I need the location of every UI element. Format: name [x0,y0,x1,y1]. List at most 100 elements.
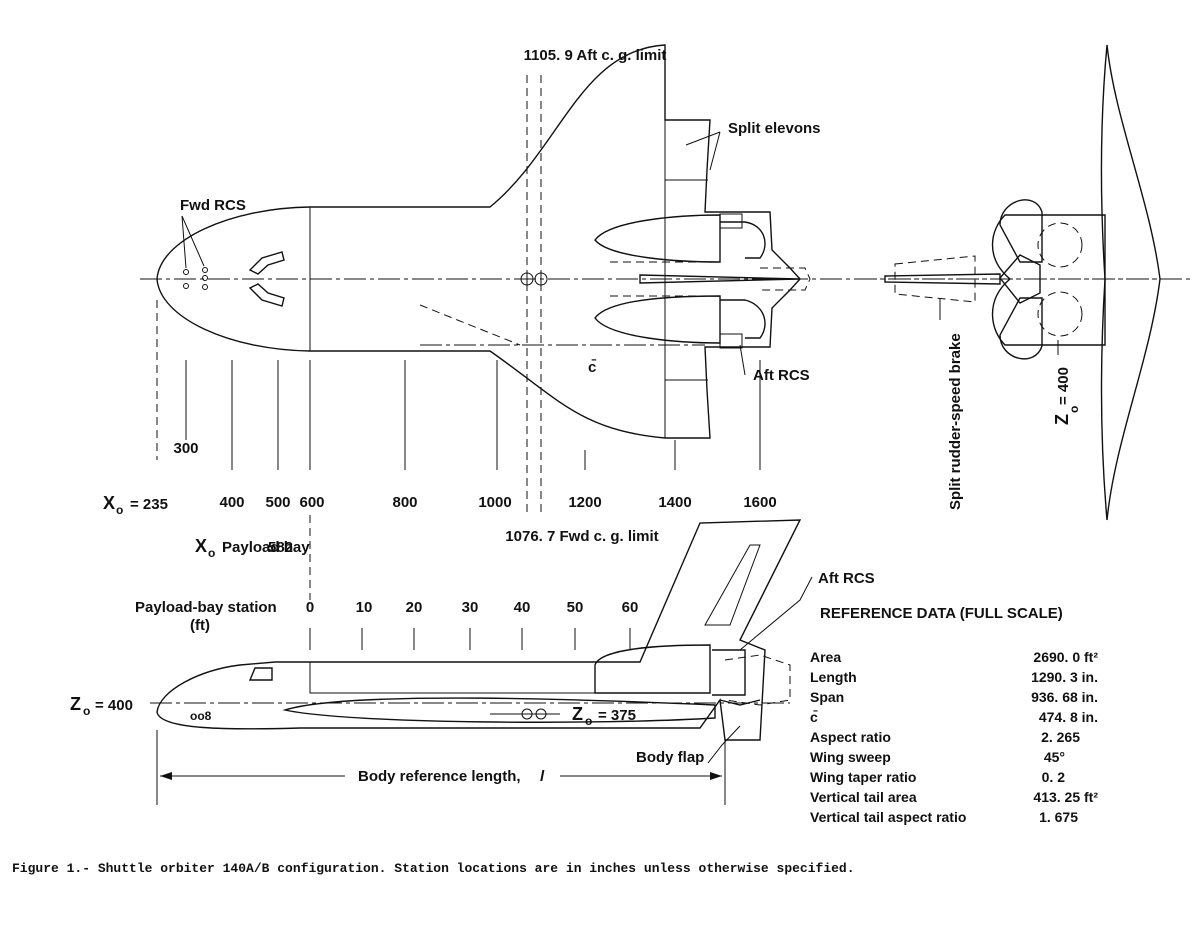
payload-station-label: Payload-bay station [135,599,277,616]
nozzle-side-dash [724,654,791,706]
aft-fuselage-rear [991,214,1106,346]
fwd-rcs-side: oo8 [190,709,212,723]
payload-bay-label: Payload bay [222,539,310,556]
ref-label-aspect: Aspect ratio [810,729,891,745]
aft-rcs-leader [739,344,746,376]
elevon-leader [685,131,721,171]
payload-tick-30: 30 [462,599,479,616]
station-300: 300 [173,440,198,457]
ref-label-sweep: Wing sweep [810,749,891,765]
ref-value-area: 2690. 0 ft² [1033,649,1098,665]
station-800: 800 [392,494,417,511]
payload-station-ticks [309,515,631,650]
center-engine-rear [999,254,1041,304]
zo-left-sub: o [83,704,90,718]
ref-label-taper: Wing taper ratio [810,769,916,785]
reference-title: REFERENCE DATA (FULL SCALE) [820,605,1063,622]
aft-rcs-block-side [712,649,746,696]
ref-value-tail-area: 413. 25 ft² [1033,789,1098,805]
xo-sub: o [116,503,123,517]
payload-tick-0: 0 [306,599,314,616]
ref-value-cbar: 474. 8 in. [1039,709,1098,725]
payload-tick-50: 50 [567,599,584,616]
payload-bay-x: X [195,536,207,556]
vertical-tail-rear [1100,44,1161,521]
engine-circle-bottom [1037,291,1083,337]
speedbrake-dash-rear [894,255,976,303]
payload-tick-60: 60 [622,599,639,616]
ref-label-cbar: c̄ [810,708,818,725]
aft-rcs-label-top: Aft RCS [753,367,810,384]
cockpit-window-side [248,667,273,681]
window-top [248,251,285,275]
fwd-rcs-starboard-2 [202,284,208,290]
orbiter-side-outline [156,519,802,741]
zo-left-value: = 400 [95,697,133,714]
payload-station-unit: (ft) [190,617,210,634]
fwd-rcs-port-2 [202,267,208,273]
oms-pod-top [594,214,721,263]
station-1000: 1000 [478,494,511,511]
station-1600: 1600 [743,494,776,511]
body-flap-label: Body flap [636,749,704,766]
zo-rear-value: = 400 [1055,367,1072,405]
tail-plan-projection [639,274,801,284]
top-view [140,44,1190,515]
wing-rear [884,273,1001,285]
ref-label-length: Length [810,669,857,685]
station-1400: 1400 [658,494,691,511]
station-400: 400 [219,494,244,511]
fwd-rcs-center [202,275,208,281]
ref-label-area: Area [810,649,841,665]
ref-value-sweep: 45° [1044,749,1065,765]
payload-bay-outline [309,662,640,694]
zo-right-value: = 375 [598,707,636,724]
speedbrake-dash-plan [760,267,811,291]
rear-view [855,44,1180,521]
ref-label-span: Span [810,689,844,705]
fwd-rcs-port-1 [183,269,189,275]
fwd-rcs-label: Fwd RCS [180,197,246,214]
payload-tick-20: 20 [406,599,423,616]
engine-circle-top [1037,222,1083,268]
aft-rcs-block-top [719,213,743,229]
nozzle-bottom [720,299,766,339]
split-rudder-label: Split rudder-speed brake [947,333,964,510]
station-1200: 1200 [568,494,601,511]
aft-rcs-side-leader [739,576,813,651]
payload-bay-value: 582 [268,539,293,556]
oms-pod-bottom [594,295,721,344]
split-elevons-label: Split elevons [728,120,821,137]
zo-rear-label: Z [1052,414,1072,425]
orbiter-plan-outline [156,44,801,439]
station-500: 500 [265,494,290,511]
aft-cg-label: 1105. 9 Aft c. g. limit [524,47,667,64]
body-ref-label: Body reference length, [358,768,521,785]
nozzle-top [720,221,766,259]
body-ref-symbol: l [540,768,545,785]
body-flap-leader [707,725,741,764]
station-ticks [156,75,761,515]
fwd-cg-label: 1076. 7 Fwd c. g. limit [505,528,658,545]
figure-caption: Figure 1.- Shuttle orbiter 140A/B config… [12,861,855,876]
ref-value-taper: 0. 2 [1042,769,1066,785]
xo-label: X [103,493,115,513]
reference-table: Area 2690. 0 ft² Length 1290. 3 in. Span… [810,649,1098,825]
fwd-rcs-leader [181,215,205,269]
zo-rear-sub: o [1067,406,1081,413]
wing-side [282,697,716,723]
zo-left-z: Z [70,694,81,714]
side-view: oo8 [150,515,813,805]
wing-dash [419,304,521,346]
fwd-rcs-starboard-1 [183,283,189,289]
aft-rcs-side-label: Aft RCS [818,570,875,587]
xo-value: = 235 [130,496,168,513]
cbar-label: c̄ [588,358,597,376]
payload-tick-40: 40 [514,599,531,616]
payload-bay-sub: o [208,546,215,560]
ref-label-tail-area: Vertical tail area [810,789,917,805]
zo-right-z: Z [572,704,583,724]
rudder-panel [704,544,761,626]
aft-rcs-block-bottom [719,333,743,349]
